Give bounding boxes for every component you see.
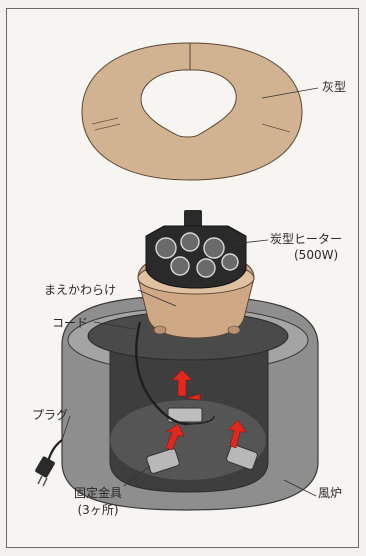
label-cord: コード (52, 316, 89, 330)
label-plug: プラグ (32, 408, 69, 422)
label-maekawarake: まえかわらけ (44, 283, 117, 297)
fixture-brackets (146, 407, 258, 474)
charcoal-heater (145, 210, 247, 289)
power-cord (35, 321, 215, 487)
label-heater: 炭型ヒーター (270, 232, 343, 246)
label-ash-mold: 灰型 (322, 80, 347, 94)
insert-arrows (165, 369, 247, 451)
label-fixture: 固定金具 (73, 486, 122, 500)
leader-lines (61, 87, 319, 497)
ash-mold (81, 42, 303, 181)
label-furo: 風炉 (318, 486, 343, 500)
label-heater-watt: (500W) (294, 248, 339, 262)
label-fixture-count: (3ヶ所) (77, 503, 119, 517)
